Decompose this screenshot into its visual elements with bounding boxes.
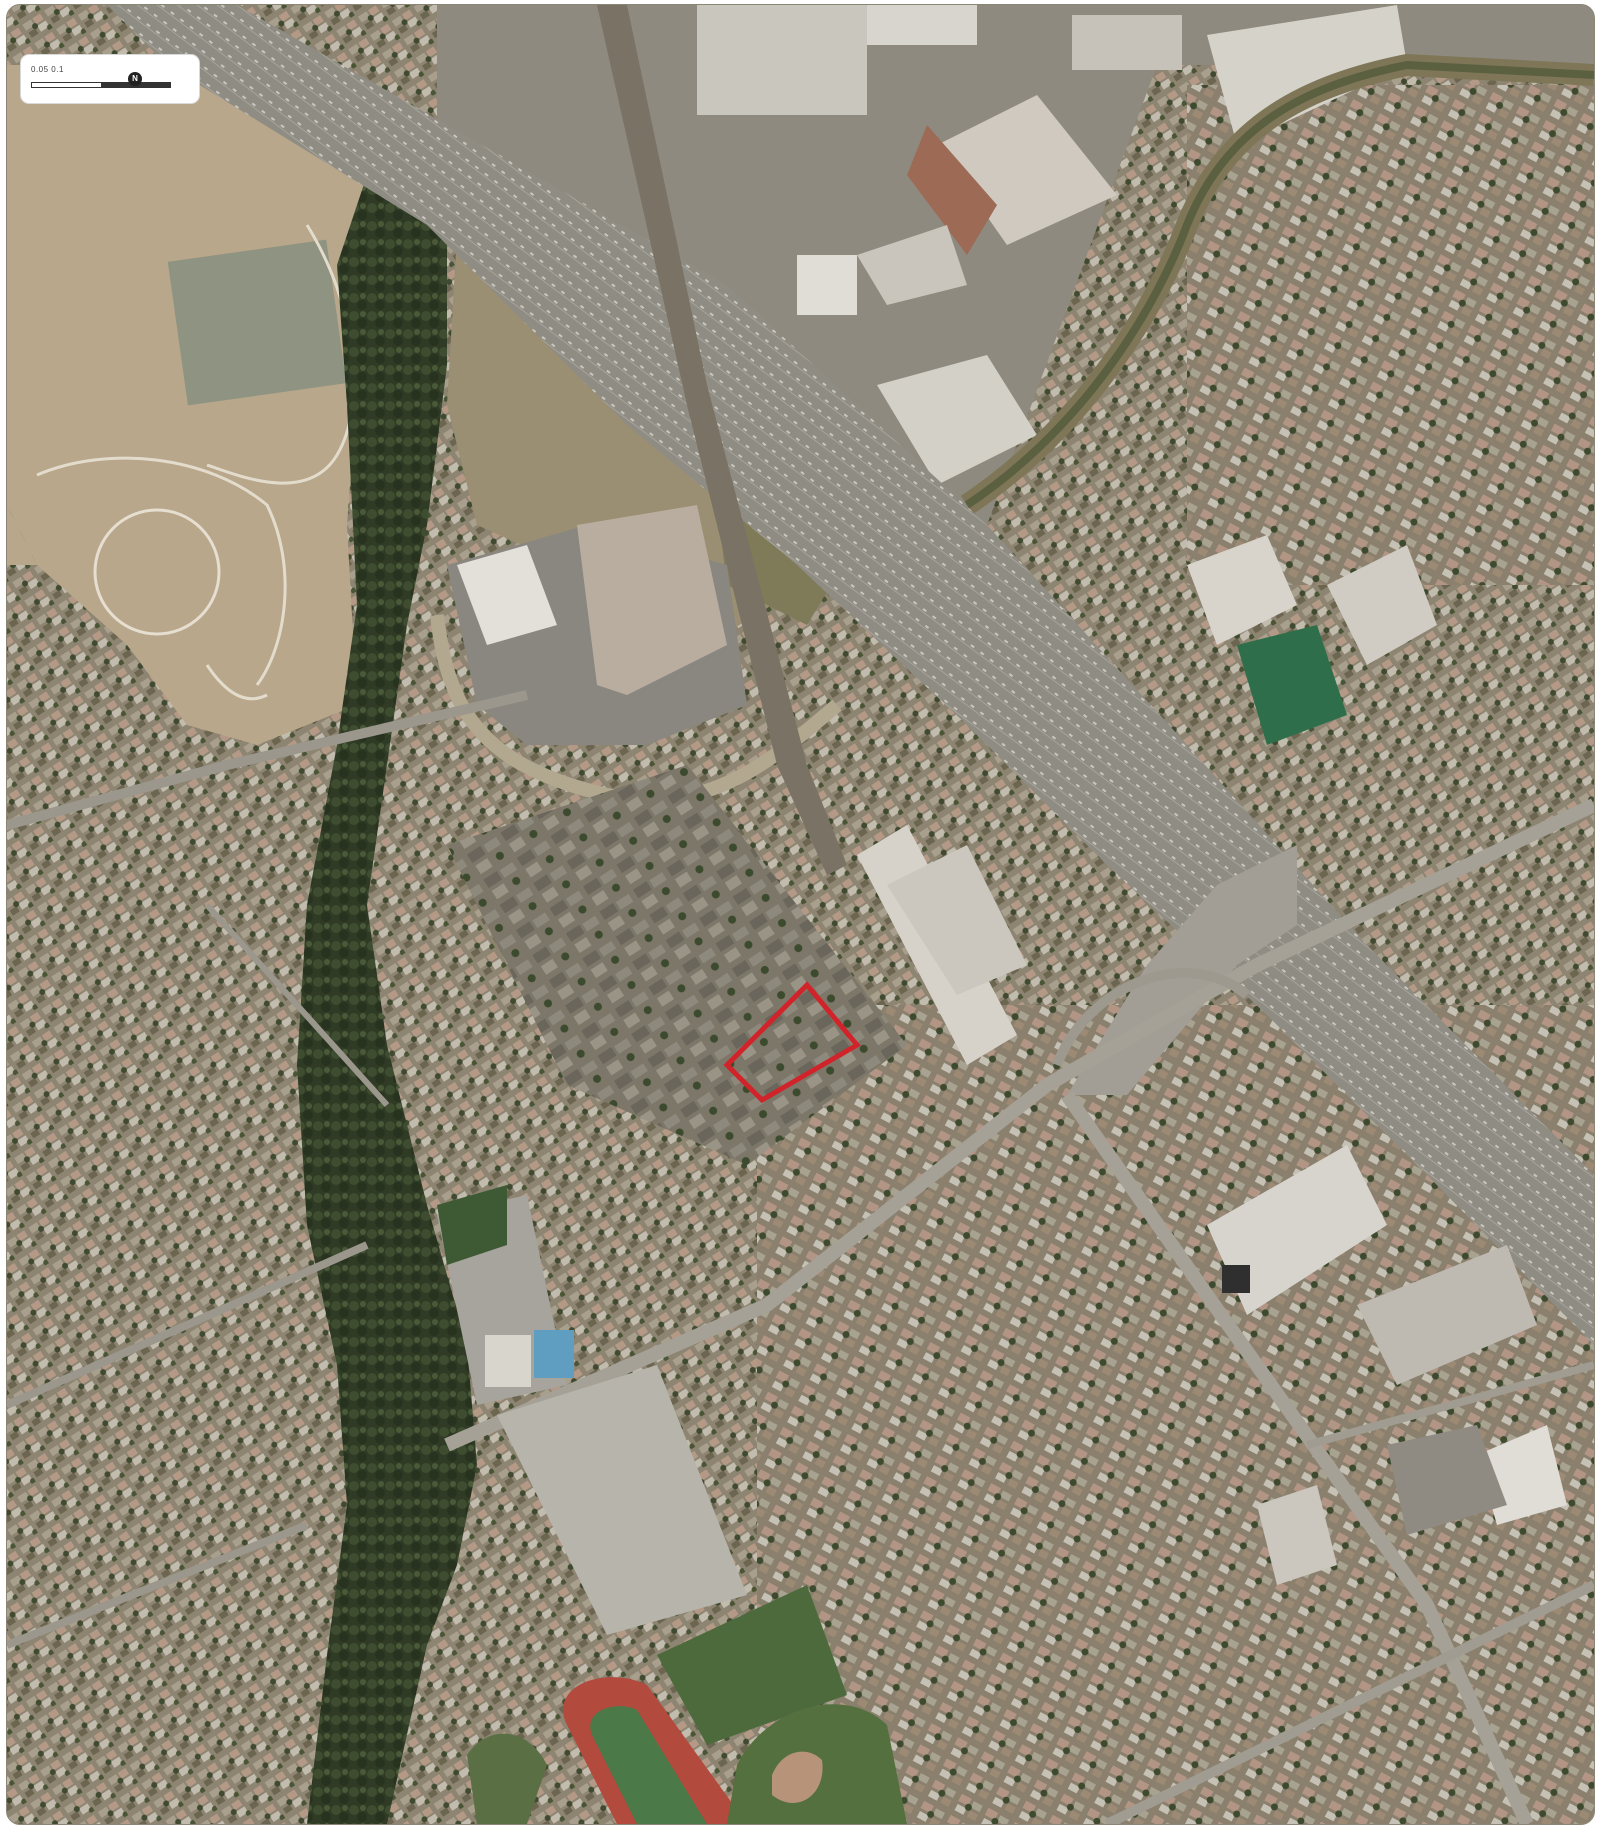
store-roof [457, 545, 557, 645]
track-infield [590, 1706, 707, 1824]
aerial-map[interactable] [7, 5, 1594, 1824]
warehouse-roof [1357, 1245, 1537, 1385]
map-frame: 0.05 0.1 N [6, 4, 1595, 1825]
pool [534, 1330, 574, 1378]
park-trail [36, 456, 287, 686]
road [7, 1241, 369, 1409]
warehouse-roof [697, 5, 867, 115]
road [7, 690, 529, 830]
scale-bar-label: 0.05 0.1 [31, 65, 64, 74]
arterial-road [444, 798, 1594, 1452]
apartment-complex [447, 765, 907, 1165]
store-roof [577, 505, 727, 695]
school-campus [497, 1365, 747, 1635]
residential-area-northeast [1187, 85, 1594, 585]
warehouse-roof [877, 355, 1037, 485]
park-bare-ground [7, 65, 37, 565]
road [204, 902, 390, 1108]
warehouse-roof [797, 255, 857, 315]
roof-vent [1222, 1265, 1250, 1293]
warehouse-roof [1207, 5, 1407, 145]
warehouse-roof [1072, 15, 1182, 70]
baseball-field [467, 1733, 547, 1824]
road [1305, 1361, 1594, 1449]
roof-brown [907, 125, 997, 255]
park-field [167, 239, 347, 406]
parking-lot [1387, 1425, 1507, 1535]
freeway-ramp [1052, 967, 1251, 1067]
scale-bar [31, 82, 171, 88]
park-bare-ground [7, 65, 387, 745]
railroad-corridor [597, 5, 847, 875]
scale-bar-box: 0.05 0.1 N [21, 55, 199, 103]
road [1104, 1580, 1594, 1824]
school-roof [485, 1335, 531, 1387]
sports-field [1237, 625, 1347, 745]
long-building-roof [887, 845, 1027, 995]
arterial-road [1061, 1090, 1534, 1824]
grass-lawn [437, 1185, 507, 1265]
park-circle-path [93, 508, 221, 636]
warehouse-roof [857, 225, 967, 305]
warehouse-roof [1207, 1145, 1387, 1315]
school-roof [1327, 545, 1437, 665]
road [7, 1521, 309, 1649]
north-arrow-icon: N [128, 72, 142, 86]
highlighted-parcel[interactable] [723, 981, 861, 1104]
warehouse-roof [867, 5, 977, 45]
warehouse-roof [1257, 1485, 1337, 1585]
baseball-infield [772, 1751, 823, 1803]
sports-field [657, 1585, 847, 1745]
school-roof [1187, 535, 1297, 645]
creek-tree-corridor [297, 175, 477, 1824]
creek-channel-east-water [964, 60, 1594, 509]
park-trail [205, 664, 268, 701]
